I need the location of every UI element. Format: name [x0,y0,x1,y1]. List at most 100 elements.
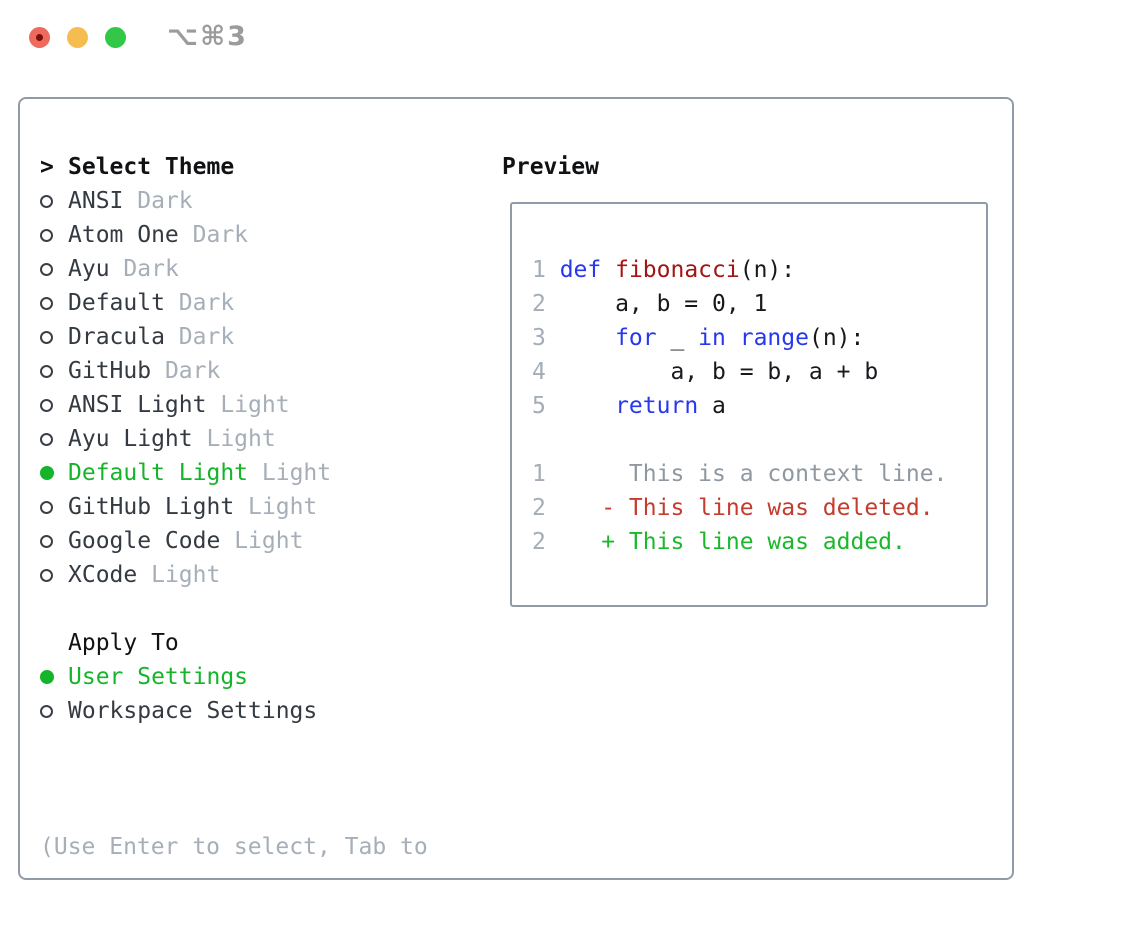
radio-circle-icon [40,262,53,276]
theme-name: Google Code [68,528,221,554]
preview-code-line: 5 return a [532,389,947,423]
radio-circle-icon [40,704,53,718]
line-number: 2 [532,529,546,555]
theme-variant: Light [220,392,290,418]
radio-icon [40,398,68,412]
theme-option[interactable]: ANSI Light Light [40,388,331,422]
radio-circle-icon [40,670,54,684]
code-segment: This is a context line. [559,461,948,487]
theme-name: Ayu Light [68,426,193,452]
theme-name: Default [68,290,165,316]
line-number: 3 [532,325,546,351]
focus-caret-icon: > [40,154,54,180]
code-segment [560,325,615,351]
apply-to-header: Apply To [40,626,317,660]
theme-variant: Light [261,460,332,486]
code-segment: a, b = 0, 1 [559,291,768,317]
radio-icon [40,228,68,242]
theme-option[interactable]: Default Dark [40,286,331,320]
close-button-icon[interactable] [29,27,50,48]
theme-option[interactable]: Google Code Light [40,524,331,558]
theme-name-gap [220,528,234,554]
preview-code-line: 2 - This line was deleted. [532,491,947,525]
theme-name: Dracula [68,324,165,350]
line-number: 2 [532,495,546,521]
minimize-button-icon[interactable] [67,27,88,48]
code-segment: + This line was added. [559,529,906,555]
code-segment: range [739,325,809,351]
theme-option[interactable]: GitHub Light Light [40,490,331,524]
theme-option[interactable]: Default Light Light [40,456,331,490]
preview-title: Preview [502,154,599,180]
theme-name: GitHub Light [68,494,235,520]
theme-option[interactable]: ANSI Dark [40,184,331,218]
code-segment: (n): [808,325,865,351]
radio-circle-icon [40,364,53,378]
theme-variant: Light [206,426,276,452]
zoom-button-icon[interactable] [105,27,126,48]
theme-name-gap [193,426,207,452]
theme-name: ANSI [68,188,124,214]
code-segment: return [615,393,699,419]
code-segment: for [615,325,657,351]
line-number: 5 [532,393,546,419]
radio-selected-icon [40,670,68,684]
code-segment: def [559,257,602,283]
radio-circle-icon [40,500,53,514]
keyboard-hint: (Use Enter to select, Tab to change focu… [40,762,428,934]
theme-variant: Light [151,562,221,588]
radio-icon [40,364,68,378]
radio-circle-icon [40,228,53,242]
preview-code-line: 2 a, b = 0, 1 [532,287,947,321]
theme-option[interactable]: GitHub Dark [40,354,331,388]
theme-option[interactable]: Atom One Dark [40,218,331,252]
radio-circle-icon [40,296,53,310]
theme-list-title: Select Theme [68,154,235,180]
theme-variant: Light [248,494,318,520]
theme-variant: Dark [192,222,249,248]
code-segment: (n): [739,257,796,283]
radio-circle-icon [40,568,53,582]
code-segment [601,257,615,283]
theme-name-gap [137,562,151,588]
theme-list-header: > Select Theme [40,150,331,184]
line-number: 1 [532,461,546,487]
theme-variant: Dark [123,256,179,282]
code-segment: in [698,325,726,351]
code-segment: a, b = b, a + b [559,359,879,385]
theme-variant: Dark [178,324,235,350]
theme-option[interactable]: XCode Light [40,558,331,592]
code-segment [726,325,740,351]
code-segment: - This line was deleted. [559,495,934,521]
code-segment: fibonacci [615,257,740,283]
theme-name-gap [234,494,248,520]
theme-name: XCode [68,562,138,588]
theme-name: Atom One [68,222,179,248]
radio-icon [40,194,68,208]
apply-to-title: Apply To [68,630,179,656]
apply-to-option[interactable]: User Settings [40,660,317,694]
theme-name: Default Light [68,460,249,486]
window-shortcut-label: ⌥⌘3 [167,21,248,52]
radio-icon [40,330,68,344]
code-segment: _ [656,325,699,351]
code-segment [560,393,615,419]
theme-option[interactable]: Ayu Dark [40,252,331,286]
code-segment: a [698,393,726,419]
window-controls [29,27,126,48]
theme-name-gap [165,324,179,350]
theme-name: GitHub [68,358,152,384]
keyboard-hint-line: (Use Enter to select, Tab to [40,834,428,860]
theme-option[interactable]: Dracula Dark [40,320,331,354]
apply-to-option[interactable]: Workspace Settings [40,694,317,728]
theme-name: Ayu [68,256,110,282]
radio-selected-icon [40,466,68,480]
theme-variant: Dark [178,290,235,316]
theme-name-gap [110,256,124,282]
theme-option[interactable]: Ayu Light Light [40,422,331,456]
